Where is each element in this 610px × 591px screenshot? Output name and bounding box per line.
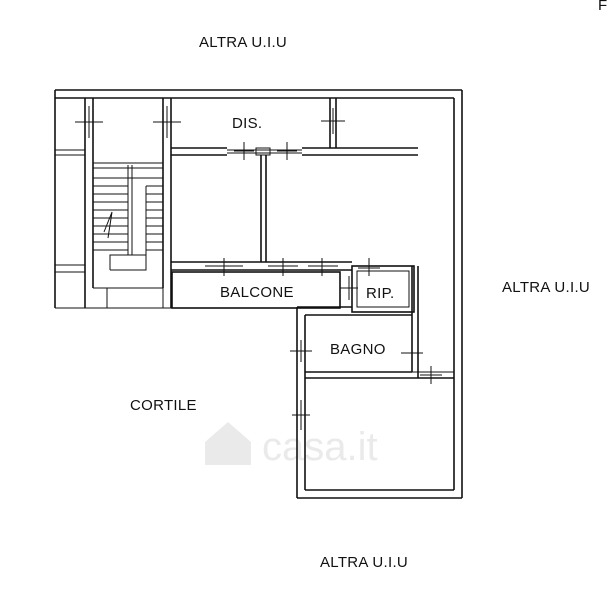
label-dis: DIS. — [232, 115, 262, 132]
label-altra-uiu-right: ALTRA U.I.U — [502, 279, 590, 296]
balcony-zone — [55, 261, 454, 379]
watermark: casa.it — [205, 422, 378, 469]
upper-rooms — [171, 98, 418, 262]
door-marks — [75, 106, 442, 430]
label-cortile: CORTILE — [130, 397, 197, 414]
label-bagno: BAGNO — [330, 341, 386, 358]
outer-walls — [54, 89, 463, 499]
house-watermark-icon — [205, 422, 251, 465]
stair-core — [55, 98, 172, 309]
stair-steps — [93, 165, 163, 271]
watermark-text: casa.it — [262, 425, 378, 469]
label-rip: RIP. — [366, 285, 394, 302]
corner-letter: F — [598, 0, 607, 14]
label-altra-uiu-top: ALTRA U.I.U — [199, 34, 287, 51]
label-altra-uiu-bottom: ALTRA U.I.U — [320, 554, 408, 571]
label-balcone: BALCONE — [220, 284, 294, 301]
